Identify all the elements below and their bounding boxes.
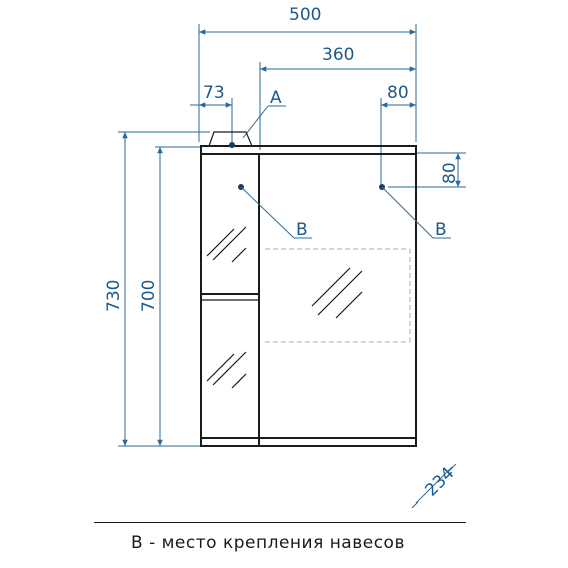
dim-left-offset: 73	[190, 83, 233, 142]
dim-door-width: 360	[259, 45, 416, 150]
dim-body-height: 700	[139, 146, 200, 446]
dim-mount-height-label: 80	[440, 162, 460, 184]
label-b-right: B	[381, 186, 451, 240]
mirror-reflection-marks	[206, 226, 363, 389]
cabinet-body	[200, 131, 417, 447]
label-b-right-text: B	[435, 220, 447, 240]
label-b-left: B	[240, 186, 312, 240]
dim-left-offset-label: 73	[203, 83, 225, 103]
label-b-left-text: B	[296, 220, 308, 240]
dim-depth-label: 234	[421, 463, 458, 500]
dim-total-height: 730	[104, 131, 210, 447]
mount-point-a	[229, 142, 235, 148]
dim-total-width-label: 500	[289, 5, 321, 25]
dim-depth: 234	[411, 463, 458, 509]
label-a-text: A	[270, 88, 282, 108]
dim-body-height-label: 700	[139, 280, 159, 312]
dim-right-offset: 80	[380, 83, 416, 188]
legend-divider	[94, 522, 466, 523]
dim-right-offset-label: 80	[387, 83, 409, 103]
dim-mount-height: 80	[388, 152, 466, 188]
dim-total-width: 500	[198, 5, 417, 142]
dim-total-height-label: 730	[104, 280, 124, 312]
label-a: A	[242, 88, 286, 139]
legend-text: В - место крепления навесов	[131, 533, 405, 553]
dim-door-width-label: 360	[322, 45, 354, 65]
